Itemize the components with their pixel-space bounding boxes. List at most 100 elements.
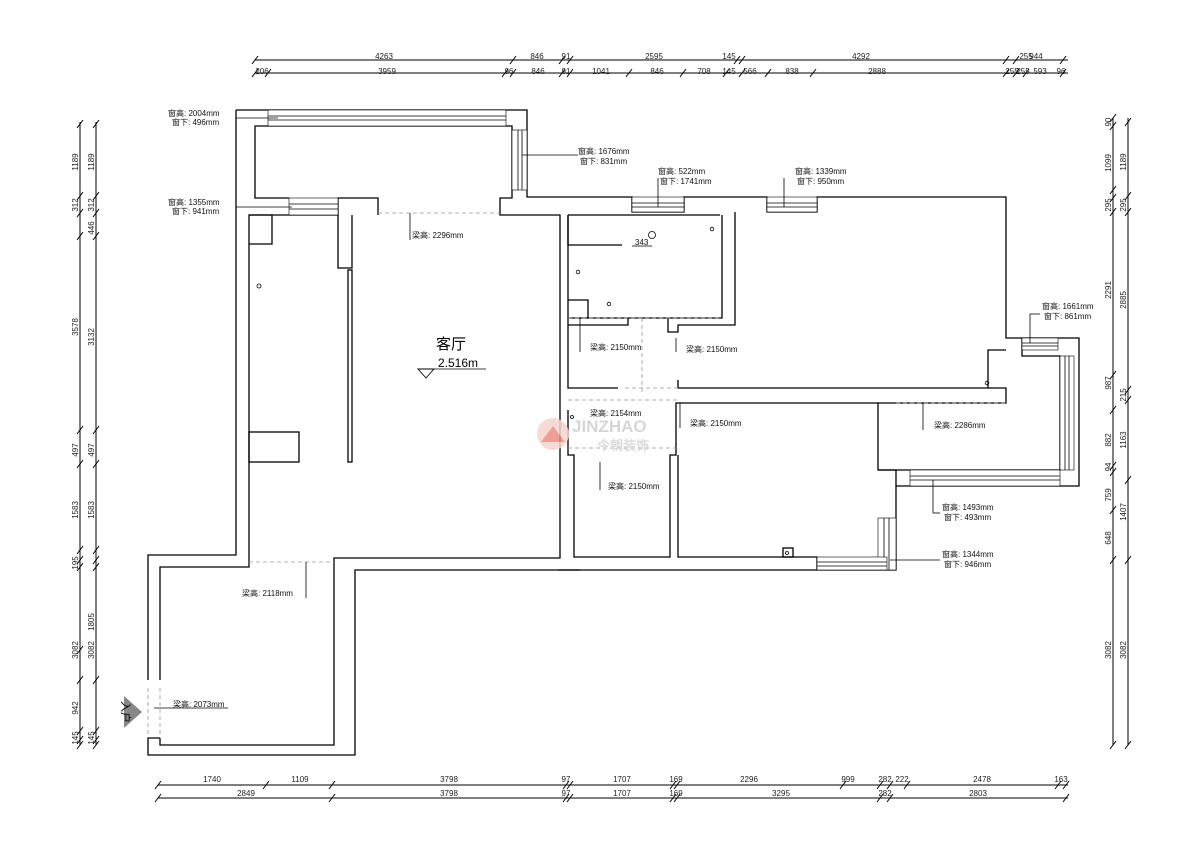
dim-label: 90: [1104, 117, 1113, 126]
dim-label: 846: [531, 67, 545, 76]
pipe-icon: [709, 226, 715, 232]
pipe-icon: [606, 301, 612, 307]
beam-height: 梁高: 2286mm: [934, 420, 986, 430]
dimension-tick: [76, 459, 84, 469]
entrance-arrow-icon: [124, 696, 142, 728]
dim-label: 2888: [868, 67, 886, 76]
dimension-tick: [76, 735, 84, 745]
dim-label: 1583: [87, 501, 96, 519]
dim-label: 1189: [87, 153, 96, 171]
dimension-tick: [76, 545, 84, 555]
dim-label: 3082: [1104, 641, 1113, 659]
dim-label: 94: [1104, 462, 1113, 471]
dim-label: 97: [562, 789, 571, 798]
dim-label: 942: [71, 701, 80, 715]
dimension-tick: [76, 208, 84, 218]
dimension-tick: [92, 726, 100, 736]
dim-label: 2885: [1119, 291, 1128, 309]
dim-label: 838: [785, 67, 799, 76]
dim-label: 4263: [375, 52, 393, 61]
window: [816, 556, 888, 571]
dim-label: 1407: [1119, 503, 1128, 521]
dim-label: 91: [562, 52, 571, 61]
dimension-tick: [264, 68, 272, 78]
dim-label: 1041: [592, 67, 610, 76]
dimension-tick: [92, 119, 100, 129]
beam-height: 梁高: 2296mm: [412, 230, 464, 240]
dimension-tick: [738, 68, 746, 78]
dim-label: 2803: [969, 789, 987, 798]
dimension-tick: [1062, 793, 1070, 803]
dimension-tick: [1124, 475, 1132, 485]
window-height: 窗高: 1661mm: [1042, 301, 1094, 311]
dim-label: 446: [87, 221, 96, 235]
dim-label: 846: [650, 67, 664, 76]
dim-label: 3132: [87, 328, 96, 346]
window-sill: 窗下: 496mm: [172, 117, 219, 127]
dim-label: 97: [562, 775, 571, 784]
window-sill: 窗下: 941mm: [172, 206, 219, 216]
dimension-tick: [76, 740, 84, 750]
dimension-tick: [92, 675, 100, 685]
dim-label: 163: [1054, 775, 1068, 784]
dim-label: 255: [1016, 67, 1030, 76]
window-sill: 窗下: 1741mm: [660, 176, 712, 186]
dimension-tick: [1124, 191, 1132, 201]
beam-height: 梁高: 2150mm: [608, 481, 660, 491]
dims-left-col2: 1189 312 446 3132 497 1583 1805 3082 145: [87, 153, 96, 745]
dims-left-col1: 1189 312 3578 497 1583 195 3082 942 145: [71, 153, 80, 745]
pipe-icon: [575, 269, 581, 275]
dim-label: 497: [87, 443, 96, 457]
dimension-tick: [1054, 780, 1062, 790]
dimension-tick: [1012, 68, 1020, 78]
dimension-tick: [92, 555, 100, 565]
dim-label: 3082: [71, 641, 80, 659]
dimension-tick: [92, 425, 100, 435]
dimension-tick: [722, 68, 730, 78]
dimension-tick: [566, 793, 574, 803]
dimension-tick: [76, 425, 84, 435]
dimension-tick: [1109, 207, 1117, 217]
pipe-icon: [570, 415, 574, 419]
dimension-tick: [1109, 193, 1117, 203]
dimension-tick: [562, 780, 570, 790]
dims-bottom-row1: 1740 1109 3798 97 1707 169 2296 999 282 …: [203, 775, 1068, 784]
dimension-tick: [1062, 780, 1070, 790]
dim-label: 2595: [645, 52, 663, 61]
dims-top-row1: 4263 846 91 2595 145 4292 255 944: [375, 52, 1043, 61]
dimension-tick: [562, 793, 570, 803]
dim-label: 96: [505, 67, 514, 76]
dim-label: 206: [255, 67, 269, 76]
beam-height: 梁高: 2150mm: [686, 344, 738, 354]
dim-label: 759: [1104, 488, 1113, 502]
dimension-tick: [92, 191, 100, 201]
dimension-tick: [251, 55, 259, 65]
dimension-tick: [1022, 68, 1030, 78]
partition-wall: [347, 269, 353, 463]
dim-label: 145: [71, 731, 80, 745]
dimension-tick: [903, 780, 911, 790]
dimension-tick: [509, 68, 517, 78]
dimension-tick: [673, 793, 681, 803]
dim-label: 312: [71, 198, 80, 212]
dimension-tick: [558, 55, 566, 65]
dim-label: 96: [1057, 67, 1066, 76]
dimension-tick: [1124, 207, 1132, 217]
dimension-tick: [92, 740, 100, 750]
window: [288, 197, 339, 216]
dimension-tick: [886, 793, 894, 803]
dim-label: 846: [530, 52, 544, 61]
dimension-tick: [92, 231, 100, 241]
level-symbol: [416, 368, 436, 379]
dim-label: 648: [1104, 531, 1113, 545]
window-height: 窗高: 1344mm: [942, 549, 994, 559]
entrance-label: 入户: [119, 701, 133, 723]
window-sill: 窗下: 950mm: [797, 176, 844, 186]
dimension-tick: [76, 191, 84, 201]
dim-label: 2291: [1104, 281, 1113, 299]
dim-label: 1189: [1119, 153, 1128, 171]
pipe-icon: [984, 380, 990, 386]
dimension-tick: [1124, 395, 1132, 405]
dimension-tick: [679, 68, 687, 78]
